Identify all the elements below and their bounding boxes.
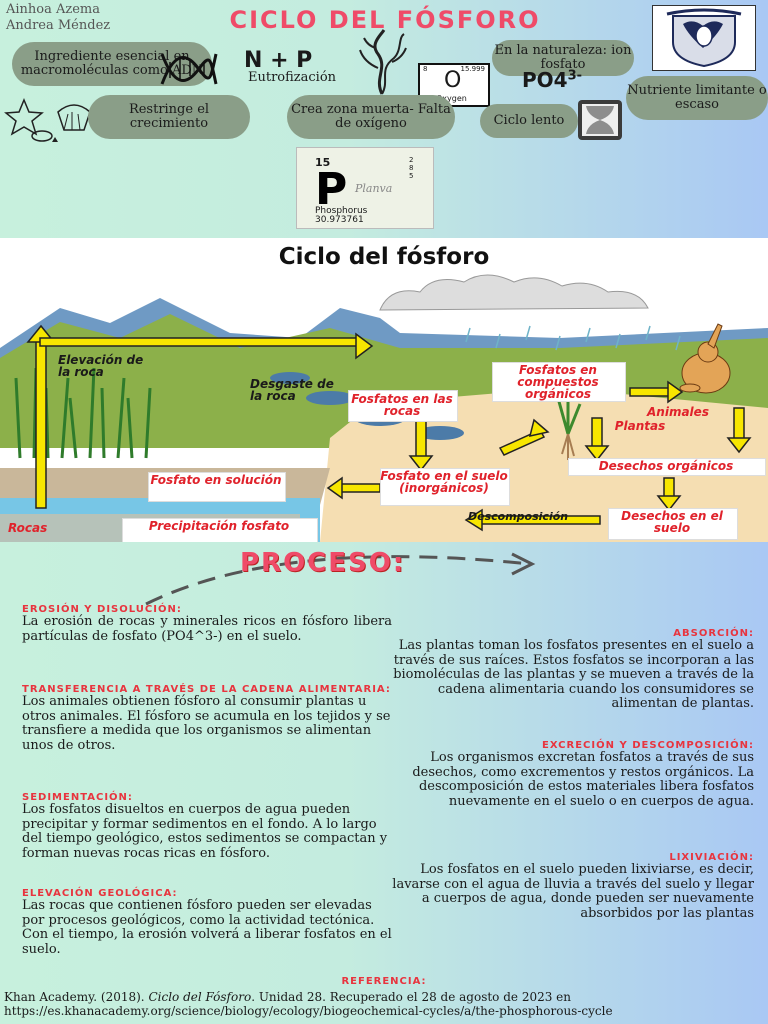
label-fosf-suelo: Fosfato en el suelo (inorgánicos) [380, 469, 508, 495]
phosphorus-script: Planva [355, 182, 393, 195]
pill-zona-text: Crea zona muerta- Falta de oxígeno [291, 102, 451, 131]
pill-ion: En la naturaleza: ion fosfato [492, 40, 634, 76]
box-fosf-suelo [380, 468, 510, 506]
text-lixiviacion: Los fosfatos en el suelo pueden lixiviar… [392, 862, 754, 921]
eutrofizacion-label: Eutrofización [248, 70, 337, 85]
phosphorus-name: Phosphorus [315, 206, 368, 216]
oxygen-number: 8 [423, 65, 428, 73]
seashells-icon [4, 98, 91, 142]
pill-lento: Ciclo lento [480, 104, 578, 138]
text-elevacion: Las rocas que contienen fósforo pueden s… [22, 898, 392, 957]
reference-italic: Ciclo del Fósforo [148, 990, 252, 1004]
heading-referencia: Referencia: [341, 976, 427, 987]
section-excrecion: Excreción y descomposición: Los organism… [392, 740, 754, 809]
box-desechos-org [568, 458, 766, 476]
phosphorus-number: 15 [315, 156, 331, 169]
text-transferencia: Los animales obtienen fósforo al consumi… [22, 694, 391, 753]
authors: Ainhoa Azema Andrea Méndez [6, 2, 110, 34]
heading-elevacion: Elevación geológica: [22, 888, 178, 899]
label-plantas: Plantas [614, 419, 666, 433]
seaweed-icon [359, 29, 407, 95]
section-transferencia: Transferencia a través de la cadena alim… [22, 684, 392, 753]
label-descomposicion: Descomposición [468, 510, 569, 523]
section-elevacion: Elevación geológica: Las rocas que conti… [22, 888, 392, 957]
diagram-title: Ciclo del fósforo [278, 244, 490, 270]
text-erosion: La erosión de rocas y minerales ricos en… [22, 614, 392, 644]
text-absorcion: Las plantas toman los fosfatos presentes… [393, 638, 754, 711]
text-excrecion: Los organismos excretan fosfatos a travé… [412, 750, 754, 809]
heading-transferencia: Transferencia a través de la cadena alim… [22, 684, 391, 695]
heading-sedimentacion: Sedimentación: [22, 792, 133, 803]
phosphorus-symbol: P [315, 164, 348, 215]
label-rocas: Rocas [8, 521, 48, 535]
box-precipitacion [122, 518, 318, 542]
unam-shield-icon [655, 8, 753, 68]
pill-zona: Crea zona muerta- Falta de oxígeno [287, 95, 455, 139]
university-logo [652, 5, 756, 71]
label-elevacion: Elevación de la roca [58, 353, 144, 379]
reference-after: . Unidad 28. Recuperado el 28 de agosto … [251, 990, 572, 1004]
phosphorus-cycle-diagram: Ciclo del fósforo Elevación de la roca D… [0, 238, 768, 542]
dna-icon [160, 53, 218, 85]
heading-erosion: Erosión y disolución: [22, 604, 182, 615]
oxygen-mass: 15.999 [460, 65, 486, 73]
section-erosion: Erosión y disolución: La erosión de roca… [22, 604, 392, 644]
pill-ion-text: En la naturaleza: ion fosfato [494, 43, 632, 72]
box-fosf-solucion [148, 472, 286, 502]
pill-restringe: Restringe el crecimiento [88, 95, 250, 139]
swoosh-arrow-icon [145, 552, 536, 606]
po4-text: PO4 [522, 68, 568, 92]
phosphorus-mass: 30.973761 [315, 215, 364, 225]
heading-lixiviacion: Lixiviación: [669, 852, 754, 863]
label-animales: Animales [647, 405, 709, 419]
oxygen-symbol: O [444, 68, 462, 93]
reference-url: https://es.khanacademy.org/science/biolo… [4, 1004, 613, 1018]
page-title: Ciclo del fósforo [229, 6, 541, 34]
label-desechos-suelo: Desechos en el suelo [621, 509, 723, 535]
box-fosf-rocas [348, 390, 458, 422]
pill-restringe-text: Restringe el crecimiento [128, 102, 210, 131]
section-sedimentacion: Sedimentación: Los fosfatos disueltos en… [22, 792, 392, 861]
author-2: Andrea Méndez [6, 18, 111, 33]
hourglass-icon [578, 100, 622, 140]
label-desechos-org: Desechos orgánicos [598, 459, 734, 473]
reference-text: Khan Academy. (2018). Ciclo del Fósforo.… [4, 990, 768, 1018]
author-1: Ainhoa Azema [6, 2, 101, 17]
diagram-landscape [0, 274, 768, 542]
box-fosf-compuestos [492, 362, 626, 402]
pill-lento-text: Ciclo lento [493, 113, 565, 128]
label-desgaste: Desgaste de la roca [250, 377, 334, 403]
reference-before: Khan Academy. (2018). [4, 990, 149, 1004]
phosphate-formula: PO43- [522, 68, 582, 92]
label-fosf-compuestos: Fosfatos en compuestos orgánicos [517, 363, 599, 401]
proceso-title: PROCESO: [240, 548, 406, 578]
phosphorus-tile: 15 P Planva 2 8 5 Phosphorus 30.973761 [296, 147, 434, 229]
section-absorcion: Absorción: Las plantas toman los fosfato… [392, 628, 754, 712]
pill-nutriente: Nutriente limitante o escaso [626, 76, 768, 120]
label-precipitacion: Precipitación fosfato [148, 519, 290, 533]
label-fosf-solucion: Fosfato en solución [150, 473, 282, 487]
label-fosf-rocas: Fosfatos en las rocas [351, 392, 453, 418]
text-sedimentacion: Los fosfatos disueltos en cuerpos de agu… [22, 802, 388, 861]
pill-nutriente-text: Nutriente limitante o escaso [627, 83, 767, 112]
po4-charge: 3- [567, 68, 583, 84]
box-desechos-suelo [608, 508, 738, 540]
phosphorus-shells: 2 8 5 [409, 156, 414, 180]
pill-adn-text: Ingrediente esencial en macromoléculas c… [20, 49, 204, 78]
section-lixiviacion: Lixiviación: Los fosfatos en el suelo pu… [392, 852, 754, 921]
heading-absorcion: Absorción: [673, 628, 754, 639]
heading-excrecion: Excreción y descomposición: [542, 740, 754, 751]
oxygen-name: Oxygen [436, 94, 467, 103]
np-formula: N + P [244, 48, 313, 73]
